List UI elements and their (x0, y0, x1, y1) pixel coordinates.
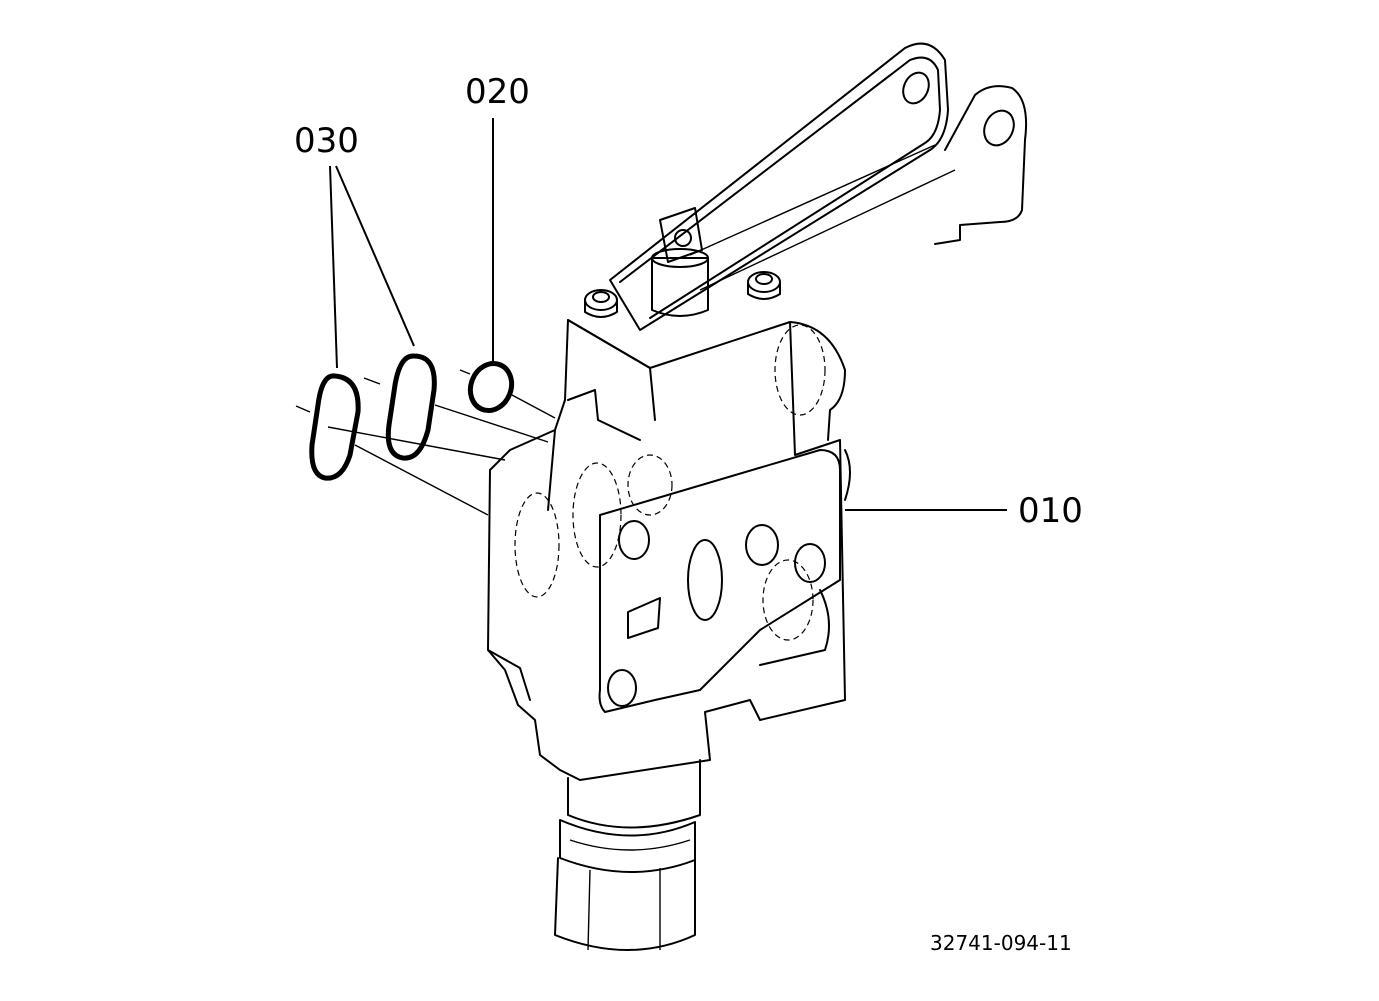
bolt-heads (584, 271, 781, 318)
face-plate (598, 449, 841, 713)
callout-020: 020 (465, 72, 530, 112)
drawing-number: 32741-094-11 (930, 931, 1072, 955)
oring-020 (467, 361, 515, 413)
oring-030-b (385, 353, 437, 461)
leader-lines (329, 118, 1007, 511)
oring-030-a (309, 373, 361, 481)
hidden-ports (514, 324, 826, 641)
alignment-lines (295, 369, 556, 516)
callout-010: 010 (1018, 491, 1083, 531)
valve-body (487, 319, 851, 781)
hex-fitting (554, 759, 701, 951)
spool-stem (651, 207, 709, 317)
callout-030: 030 (294, 121, 359, 161)
lever-bracket (609, 42, 1028, 331)
